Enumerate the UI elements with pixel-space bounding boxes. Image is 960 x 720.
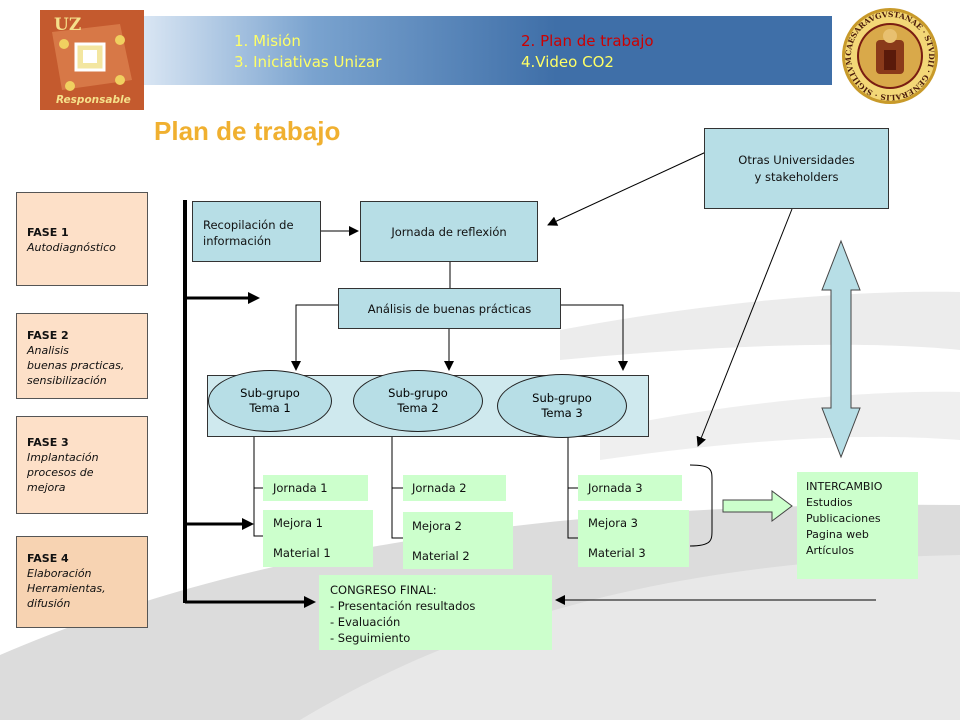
congreso-final-box: CONGRESO FINAL: - Presentación resultado… (319, 575, 552, 650)
analisis-buenas-practicas-box: Análisis de buenas prácticas (338, 288, 561, 329)
svg-text:UZ: UZ (54, 15, 81, 35)
header-bar (140, 16, 832, 85)
nav-link-video-co2[interactable]: 4.Video CO2 (521, 53, 614, 71)
university-seal: CAESARAVGVSTANAE · STVDII · GENERALIS · … (840, 6, 940, 106)
phase-2-desc: Analisis buenas practicas, sensibilizaci… (27, 344, 125, 387)
mejora-1-box: Mejora 1 Material 1 (263, 510, 373, 567)
recopilacion-box: Recopilación de información (192, 201, 321, 262)
svg-text:Responsable: Responsable (56, 94, 131, 106)
subgroup-2: Sub-grupo Tema 2 (353, 370, 483, 432)
mejora-1-label: Mejora 1 (273, 516, 323, 530)
material-1-label: Material 1 (273, 546, 331, 560)
subgroup-2-line1: Sub-grupo (388, 386, 448, 400)
phase-2-box: FASE 2 Analisis buenas practicas, sensib… (16, 313, 148, 399)
phase-4-label: FASE 4 (27, 552, 69, 565)
nav-link-iniciativas-unizar[interactable]: 3. Iniciativas Unizar (234, 53, 382, 71)
jornada-2-box: Jornada 2 (403, 475, 506, 501)
phase-4-desc: Elaboración Herramientas, difusión (27, 567, 106, 610)
jornada-1-box: Jornada 1 (263, 475, 368, 501)
subgroup-1-line1: Sub-grupo (240, 386, 300, 400)
material-2-label: Material 2 (412, 549, 470, 563)
nav-link-mision[interactable]: 1. Misión (234, 32, 301, 50)
mejora-2-label: Mejora 2 (412, 519, 462, 533)
intercambio-box: INTERCAMBIO Estudios Publicaciones Pagin… (797, 472, 918, 579)
subgroup-1-line2: Tema 1 (249, 401, 291, 415)
mejora-3-box: Mejora 3 Material 3 (578, 510, 689, 567)
phase-1-desc: Autodiagnóstico (27, 241, 116, 254)
phase-1-box: FASE 1 Autodiagnóstico (16, 192, 148, 286)
phase-3-label: FASE 3 (27, 436, 69, 449)
mejora-3-label: Mejora 3 (588, 516, 638, 530)
uz-responsable-logo: UZ Responsable (40, 10, 144, 110)
subgroup-3: Sub-grupo Tema 3 (497, 374, 627, 438)
subgroup-2-line2: Tema 2 (397, 401, 439, 415)
phase-3-box: FASE 3 Implantación procesos de mejora (16, 416, 148, 514)
jornada-3-box: Jornada 3 (578, 475, 682, 501)
page-title: Plan de trabajo (154, 116, 341, 146)
subgroup-3-line2: Tema 3 (541, 406, 583, 420)
phase-2-label: FASE 2 (27, 329, 69, 342)
otras-universidades-box: Otras Universidades y stakeholders (704, 128, 889, 209)
phase-3-desc: Implantación procesos de mejora (27, 451, 99, 494)
subgroup-1: Sub-grupo Tema 1 (208, 370, 332, 432)
material-3-label: Material 3 (588, 546, 646, 560)
subgroup-3-line1: Sub-grupo (532, 391, 592, 405)
jornada-reflexion-box: Jornada de reflexión (360, 201, 538, 262)
mejora-2-box: Mejora 2 Material 2 (403, 512, 513, 569)
phase-4-box: FASE 4 Elaboración Herramientas, difusió… (16, 536, 148, 628)
phase-1-label: FASE 1 (27, 226, 69, 239)
nav-link-plan-de-trabajo[interactable]: 2. Plan de trabajo (521, 32, 654, 50)
